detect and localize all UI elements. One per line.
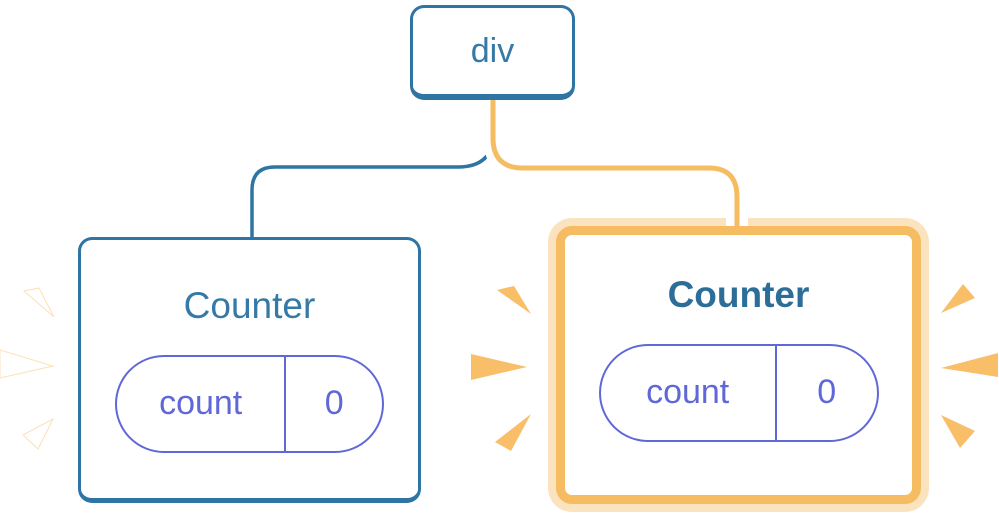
edge-div-to-left-counter [250, 103, 496, 240]
tree-node-div[interactable]: div [410, 5, 575, 100]
orange-spark-icon [941, 353, 998, 377]
counter-card-left[interactable]: Counter count 0 [78, 237, 421, 503]
white-spark-icon [0, 349, 55, 379]
orange-spark-icon [471, 354, 527, 380]
orange-spark-icon [941, 415, 975, 448]
edge-div-to-right-counter [490, 100, 740, 230]
state-key: count [601, 345, 777, 440]
state-pill: count 0 [115, 354, 384, 453]
white-spark-icon [22, 287, 55, 318]
counter-title: Counter [183, 285, 316, 326]
orange-spark-icon [497, 286, 531, 314]
orange-spark-icon [495, 414, 531, 451]
edge-highlight-casing [483, 100, 748, 229]
state-value: 0 [324, 384, 344, 423]
orange-spark-icon [941, 284, 975, 313]
state-pill: count 0 [598, 343, 879, 442]
counter-card-right[interactable]: Counter count 0 [556, 226, 921, 504]
counter-title: Counter [667, 274, 810, 315]
state-value: 0 [817, 373, 837, 412]
state-key: count [117, 356, 287, 451]
white-spark-icon [22, 417, 55, 450]
tree-node-div-label: div [470, 31, 515, 70]
